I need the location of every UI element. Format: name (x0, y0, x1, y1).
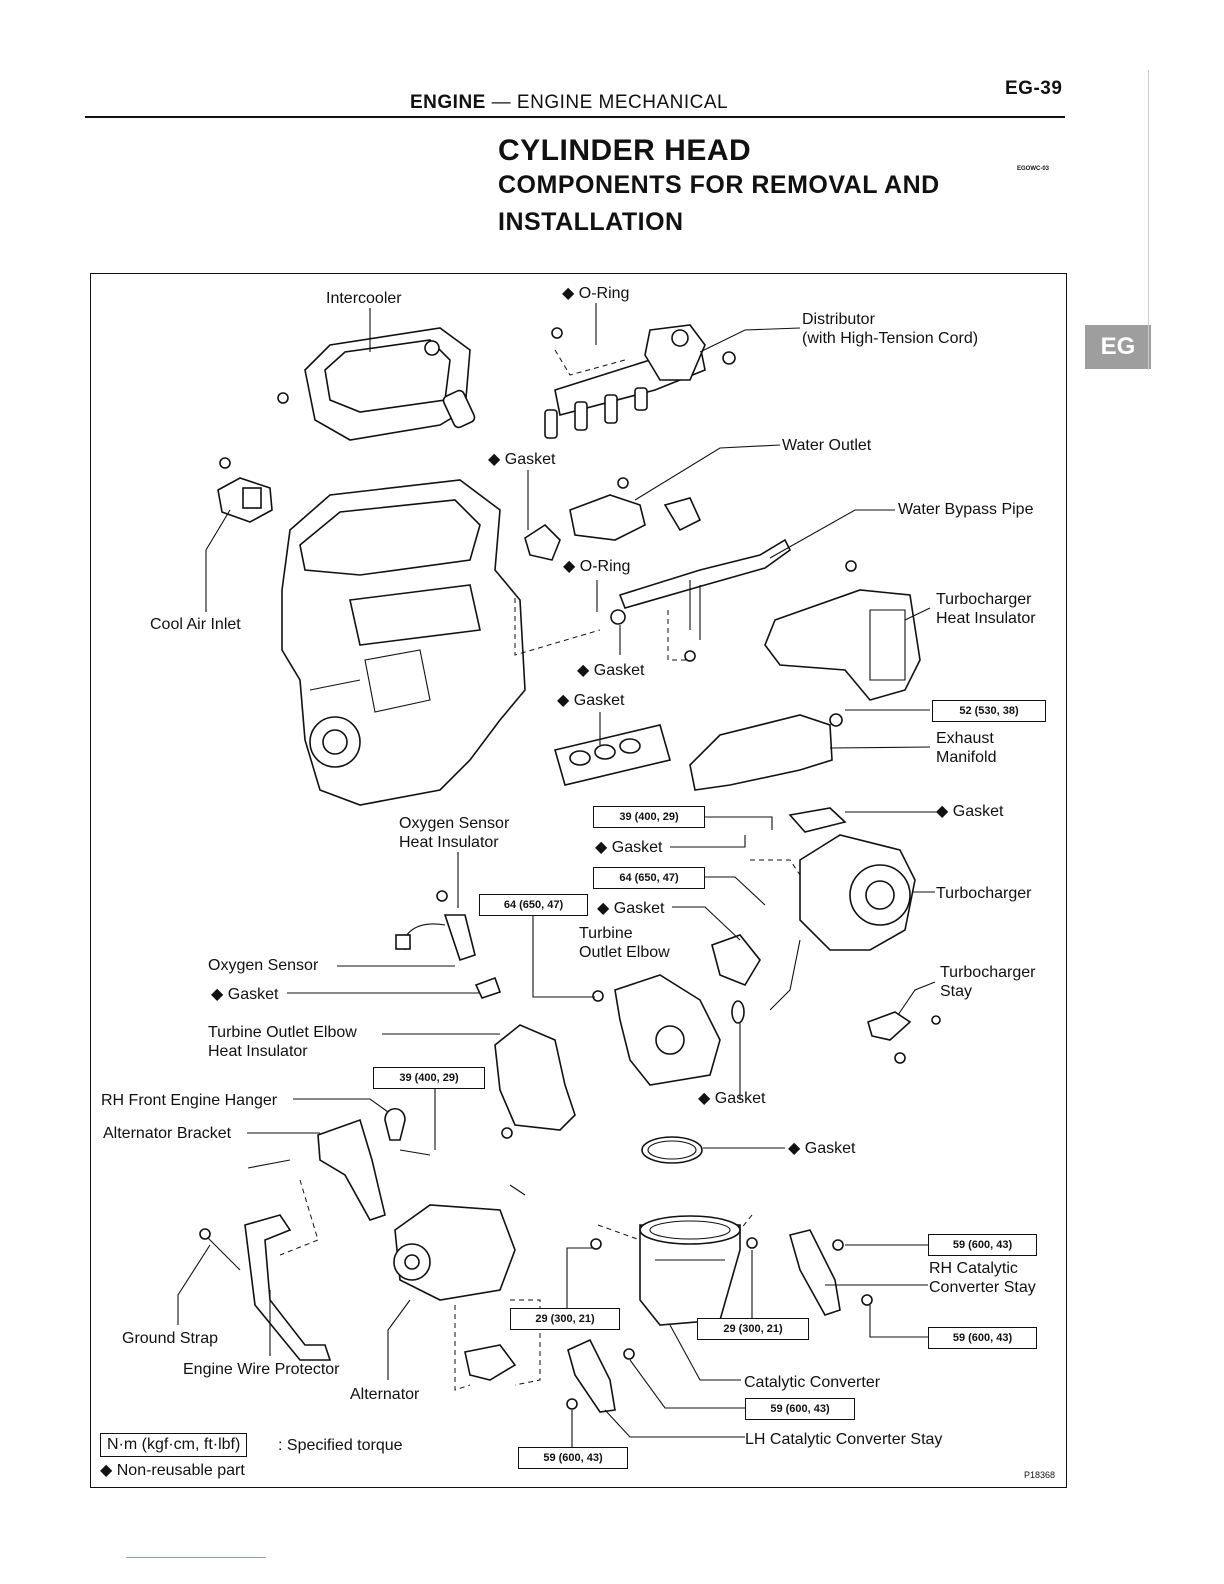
section-tab: EG (1085, 325, 1151, 369)
label-gasket-e: ◆ Gasket (595, 839, 663, 856)
label-oring-top: ◆ O-Ring (562, 285, 630, 302)
torque-64-b-box: 64 (650, 47) (479, 894, 588, 916)
label-gasket-a: ◆ Gasket (488, 451, 556, 468)
lh-converter-stay-drawing (566, 1338, 635, 1413)
connector-drawing (464, 1344, 517, 1381)
ground-strap-drawing (199, 1214, 332, 1361)
torque-29-a-box: 29 (300, 21) (510, 1308, 620, 1330)
label-cool-air-inlet: Cool Air Inlet (150, 616, 241, 633)
page-number: EG-39 (1005, 78, 1063, 99)
torque-29-b-box: 29 (300, 21) (697, 1318, 809, 1340)
label-gasket-h: ◆ Gasket (698, 1090, 766, 1107)
label-engine-wire-protector: Engine Wire Protector (183, 1361, 340, 1378)
label-turbine-elbow-1: Turbine (579, 925, 633, 942)
torque-59-a-box: 59 (600, 43) (928, 1234, 1037, 1256)
label-catalytic-converter: Catalytic Converter (744, 1374, 881, 1391)
label-gasket-c: ◆ Gasket (557, 692, 625, 709)
label-intercooler: Intercooler (326, 290, 402, 307)
distributor-drawing (544, 324, 736, 439)
label-turbo-heat-insulator-2: Heat Insulator (936, 610, 1036, 627)
cool-air-inlet-drawing (217, 457, 273, 523)
torque-52-box: 52 (530, 38) (932, 700, 1046, 722)
page-edge-line (1148, 70, 1149, 370)
exhaust-manifold-gasket-drawing (554, 724, 671, 786)
turbine-outlet-elbow-drawing (592, 974, 721, 1086)
torque-59-b-box: 59 (600, 43) (928, 1327, 1037, 1349)
label-turbo-stay-2: Stay (940, 983, 973, 1000)
alternator-drawing (393, 1184, 526, 1301)
label-water-bypass-pipe: Water Bypass Pipe (898, 501, 1034, 518)
page-subtitle-line1: COMPONENTS FOR REMOVAL AND (498, 171, 940, 199)
label-o2-heat-insulator-2: Heat Insulator (399, 834, 499, 851)
label-turbine-elbow-2: Outlet Elbow (579, 944, 670, 961)
footer-rule (126, 1557, 266, 1558)
label-oring-mid: ◆ O-Ring (563, 558, 631, 575)
diagram-frame (90, 273, 1067, 1488)
engine-block-drawing (281, 479, 526, 806)
doc-code: EGOWC-03 (1017, 166, 1050, 172)
assembly-lines (279, 349, 801, 1391)
rh-converter-stay-drawing (789, 1229, 873, 1316)
page-subtitle-line2: INSTALLATION (498, 208, 684, 236)
label-gasket-d: ◆ Gasket (936, 803, 1004, 820)
legend-unit-box: N·m (kgf·cm, ft·lbf) (100, 1433, 248, 1457)
label-rh-front-engine-hanger: RH Front Engine Hanger (101, 1092, 278, 1109)
label-ground-strap: Ground Strap (122, 1330, 219, 1347)
label-turbo-heat-insulator-1: Turbocharger (936, 591, 1032, 608)
leader-lines (177, 303, 940, 1447)
label-distributor-2: (with High-Tension Cord) (802, 330, 979, 347)
label-turbocharger: Turbocharger (936, 885, 1032, 902)
label-turbo-stay-1: Turbocharger (940, 964, 1036, 981)
label-lh-converter-stay: LH Catalytic Converter Stay (745, 1431, 943, 1448)
elbow-heat-insulator-drawing (494, 1024, 576, 1139)
label-gasket-b: ◆ Gasket (577, 662, 645, 679)
header-rule (85, 116, 1065, 118)
turbo-stay-drawing (867, 1011, 941, 1064)
torque-39-b-box: 39 (400, 29) (373, 1067, 485, 1089)
header-separator: — (491, 92, 512, 113)
label-gasket-g: ◆ Gasket (211, 986, 279, 1003)
label-rh-converter-stay-1: RH Catalytic (929, 1260, 1018, 1277)
header-subsection: ENGINE MECHANICAL (516, 92, 729, 113)
label-alternator-bracket: Alternator Bracket (103, 1125, 232, 1142)
torque-39-a-box: 39 (400, 29) (593, 806, 705, 828)
water-bypass-drawing (610, 497, 792, 662)
turbocharger-drawing (769, 807, 916, 1011)
label-distributor-1: Distributor (802, 311, 875, 328)
label-exhaust-manifold-2: Manifold (936, 749, 997, 766)
page-title: CYLINDER HEAD (498, 134, 752, 167)
label-water-outlet: Water Outlet (782, 437, 872, 454)
exhaust-manifold-drawing (689, 713, 843, 791)
label-oxygen-sensor: Oxygen Sensor (208, 957, 319, 974)
elbow-gasket-drawing (711, 934, 761, 1024)
label-gasket-i: ◆ Gasket (788, 1140, 856, 1157)
label-alternator: Alternator (350, 1386, 420, 1403)
header-section-name: ENGINE (410, 92, 486, 113)
label-rh-converter-stay-2: Converter Stay (929, 1279, 1036, 1296)
water-outlet-drawing (524, 477, 646, 561)
oxygen-sensor-drawing (395, 890, 502, 999)
torque-59-c-box: 59 (600, 43) (745, 1398, 855, 1420)
label-o2-heat-insulator-1: Oxygen Sensor (399, 815, 510, 832)
label-elbow-heat-insulator-2: Heat Insulator (208, 1043, 308, 1060)
engine-hanger-drawing (247, 1107, 431, 1221)
label-gasket-f: ◆ Gasket (597, 900, 665, 917)
label-elbow-heat-insulator-1: Turbine Outlet Elbow (208, 1024, 357, 1041)
legend-non-reusable: ◆ Non-reusable part (100, 1462, 245, 1479)
figure-id: P18368 (1024, 1470, 1056, 1480)
torque-64-a-box: 64 (650, 47) (593, 867, 705, 889)
intercooler-drawing (277, 327, 476, 441)
label-exhaust-manifold-1: Exhaust (936, 730, 994, 747)
header-section: ENGINE — ENGINE MECHANICAL (410, 92, 728, 114)
turbo-heat-insulator-drawing (764, 560, 921, 701)
torque-59-d-box: 59 (600, 43) (518, 1447, 628, 1469)
legend-unit-description: : Specified torque (278, 1437, 403, 1454)
